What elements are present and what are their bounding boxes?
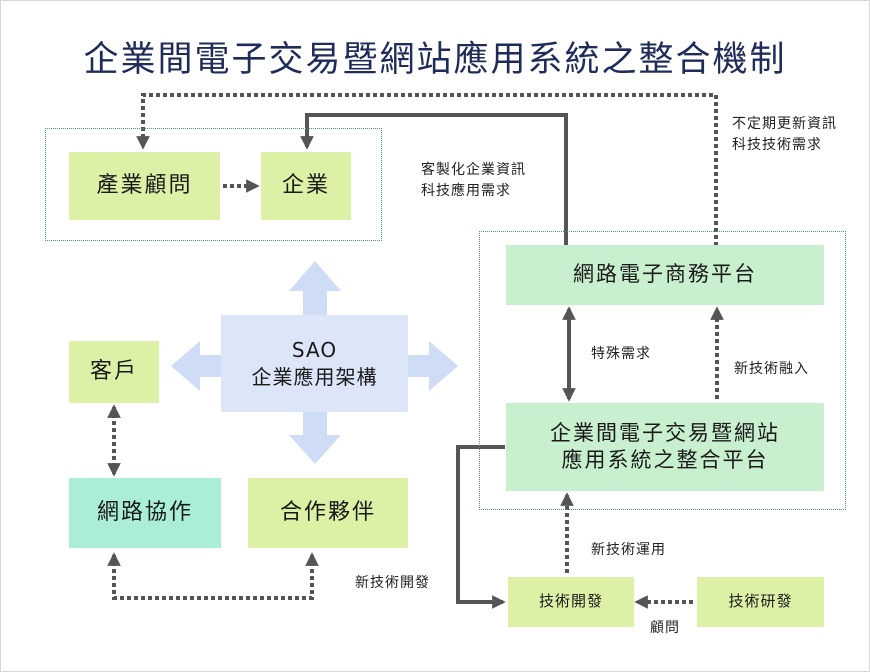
node-sao: SAO 企業應用架構 (221, 315, 408, 412)
node-network-collaboration: 網路協作 (69, 478, 221, 548)
label-irregular-line2: 科技技術需求 (732, 137, 822, 153)
label-custom-line1: 客製化企業資訊 (421, 162, 526, 178)
connector-collab-partner (107, 552, 319, 600)
sao-arrow-right (408, 341, 458, 391)
node-tech-research: 技術研發 (697, 577, 824, 627)
sao-arrow-left (171, 341, 221, 391)
label-custom-needs: 客製化企業資訊 科技應用需求 (421, 160, 526, 202)
diagram-title: 企業間電子交易暨網站應用系統之整合機制 (83, 40, 787, 80)
node-customer: 客戶 (69, 341, 159, 403)
sao-arrow-down (289, 412, 341, 464)
node-ec-platform: 網路電子商務平台 (506, 245, 824, 305)
connector-irregular-update (136, 93, 718, 246)
label-special-needs: 特殊需求 (591, 346, 651, 362)
platform-group-frame (479, 231, 846, 510)
sao-label: SAO (291, 337, 338, 362)
label-new-tech-integrate: 新技術融入 (734, 361, 809, 377)
label-irregular-line1: 不定期更新資訊 (732, 116, 837, 132)
sao-arrow-up (289, 261, 341, 315)
label-new-tech-apply: 新技術運用 (591, 542, 666, 558)
label-custom-line2: 科技應用需求 (421, 183, 511, 199)
b2b-platform-line1: 企業間電子交易暨網站 (550, 420, 780, 445)
connector-custom-needs (300, 113, 568, 246)
node-consultant: 產業顧問 (69, 152, 220, 220)
node-b2b-integration-platform: 企業間電子交易暨網站 應用系統之整合平台 (506, 403, 824, 491)
connector-new-tech-dev (456, 445, 506, 609)
node-enterprise: 企業 (261, 152, 351, 220)
label-irregular-update: 不定期更新資訊 科技技術需求 (732, 114, 837, 156)
node-tech-development: 技術開發 (508, 577, 634, 627)
sao-sublabel: 企業應用架構 (251, 364, 378, 389)
enterprise-group-frame (45, 128, 382, 241)
node-partner: 合作夥伴 (248, 478, 408, 548)
label-new-tech-dev: 新技術開發 (355, 575, 430, 591)
label-advisory: 顧問 (650, 620, 680, 636)
b2b-platform-line2: 應用系統之整合平台 (561, 448, 769, 472)
